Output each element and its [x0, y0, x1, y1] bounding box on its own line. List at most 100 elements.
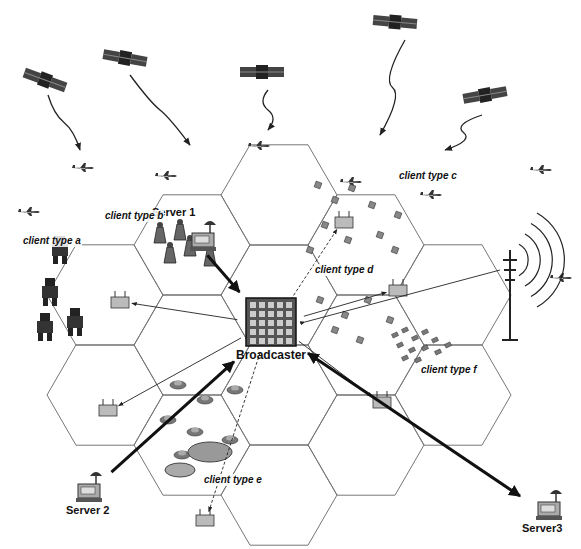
drawing-part: [178, 451, 186, 456]
sensor-icon: [306, 246, 314, 254]
satellite-icon: [372, 13, 417, 31]
base-station: [196, 509, 214, 526]
sensor-icon: [331, 326, 339, 334]
base-station: [335, 211, 353, 228]
drawing-part: [52, 298, 57, 306]
drawing-part: [536, 516, 562, 520]
drawing-part: [268, 320, 274, 326]
signal-arrow: [445, 115, 482, 150]
hex-cell: [134, 295, 250, 395]
drawing-part: [530, 165, 552, 174]
drawing-part: [463, 91, 506, 99]
drawing-part: [538, 502, 560, 516]
drawing-part: [503, 259, 517, 261]
drawing-part: [103, 399, 104, 405]
drawing-part: [373, 20, 417, 24]
satellite-icon: [102, 47, 148, 68]
device-icon: [411, 335, 418, 341]
drawing-part: [339, 211, 340, 217]
sensor-icon: [376, 231, 384, 239]
drawing-part: [504, 269, 516, 271]
client-type-label: client type a: [22, 235, 82, 247]
link-arrow: [207, 255, 239, 292]
drawing-part: [519, 244, 528, 275]
signal-arrow: [263, 90, 273, 130]
server-icon: [536, 488, 564, 522]
drawing-part: [43, 298, 48, 306]
car-icon: [187, 428, 203, 437]
link-arrow: [111, 362, 234, 473]
node-label: Server 2: [66, 504, 109, 517]
drawing-part: [157, 222, 163, 228]
drawing-part: [190, 247, 216, 251]
sensor-icon: [348, 184, 356, 192]
device-icon: [401, 327, 408, 333]
node-label: Server3: [522, 522, 562, 535]
device-icon: [421, 329, 428, 335]
satellite-icon: [22, 66, 68, 94]
sensor-icon: [316, 296, 324, 304]
sensor-icon: [368, 201, 376, 209]
drawing-part: [393, 279, 394, 285]
drawing-part: [90, 472, 102, 476]
drawing-part: [81, 487, 95, 494]
drawing-part: [259, 329, 265, 335]
hex-cell: [47, 345, 163, 445]
drawing-part: [45, 278, 55, 286]
drawing-part: [286, 329, 292, 335]
drawing-part: [167, 242, 173, 248]
drawing-part: [72, 163, 94, 172]
node-label: Broadcaster: [236, 348, 306, 362]
drawing-part: [174, 381, 182, 386]
base-station: [389, 279, 407, 296]
drawing-part: [259, 302, 265, 308]
satellite-icon: [240, 65, 284, 79]
drawing-part: [268, 329, 274, 335]
drawing-part: [113, 399, 114, 405]
drawing-part: [250, 302, 256, 308]
car-icon: [222, 436, 238, 445]
device-icon: [414, 357, 421, 363]
drawing-part: [227, 386, 243, 394]
hex-cell: [221, 145, 337, 245]
device-icon: [431, 337, 438, 343]
drawing-part: [154, 227, 166, 243]
drawing-part: [125, 291, 126, 297]
airplane-icon: [18, 207, 40, 216]
drawing-part: [268, 338, 274, 344]
airplane-icon: [420, 190, 442, 199]
machine-icon: [154, 222, 166, 243]
drawing-part: [377, 391, 378, 397]
drawing-part: [177, 219, 183, 225]
device-icon: [434, 349, 441, 355]
drawing-part: [201, 396, 209, 401]
drawing-part: [502, 339, 518, 341]
drawing-part: [195, 236, 209, 243]
drawing-part: [250, 320, 256, 326]
sensor-icon: [344, 236, 352, 244]
sensor-icon: [386, 316, 394, 324]
hex-cell: [47, 245, 163, 345]
drawing-part: [155, 171, 177, 180]
device-icon: [396, 342, 403, 348]
drawing-part: [550, 490, 562, 494]
device-icon: [444, 342, 451, 348]
airplane-icon: [530, 165, 552, 174]
drawing-part: [99, 405, 117, 416]
drawing-part: [76, 498, 102, 502]
drawing-part: [537, 213, 564, 307]
drawing-part: [231, 386, 239, 391]
drawing-part: [335, 217, 353, 228]
airplane-icon: [248, 141, 270, 150]
drawing-part: [200, 509, 201, 515]
drawing-part: [68, 328, 73, 336]
client-type-label: client type b: [104, 210, 164, 222]
drawing-part: [286, 302, 292, 308]
drawing-part: [62, 256, 67, 264]
drawing-part: [115, 291, 116, 297]
drawing-part: [387, 391, 388, 397]
drawing-part: [286, 338, 292, 344]
car-icon: [197, 396, 213, 405]
drawing-part: [349, 211, 350, 217]
client-type-label: client type c: [398, 170, 458, 182]
